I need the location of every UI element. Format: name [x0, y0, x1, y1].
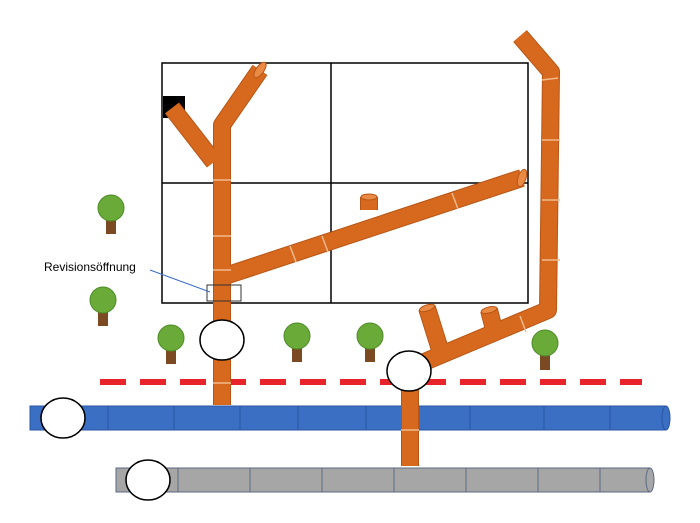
manhole — [199, 319, 245, 361]
manhole — [40, 397, 86, 439]
tree — [283, 322, 311, 362]
inspection-opening-label: Revisionsöffnung — [44, 260, 136, 274]
manhole — [125, 459, 171, 501]
tree — [531, 329, 559, 370]
house-drain-pipes — [164, 30, 560, 466]
inspection-opening-box — [206, 284, 242, 302]
manhole — [386, 350, 432, 392]
blue-main-sewer — [29, 405, 671, 431]
tree — [356, 322, 384, 362]
manholes — [40, 319, 432, 501]
gray-main-sewer — [115, 467, 655, 493]
trees — [89, 194, 559, 370]
tree — [157, 324, 185, 364]
inspection-opening-leader — [149, 269, 211, 293]
tree — [89, 286, 117, 326]
tree — [97, 194, 125, 234]
